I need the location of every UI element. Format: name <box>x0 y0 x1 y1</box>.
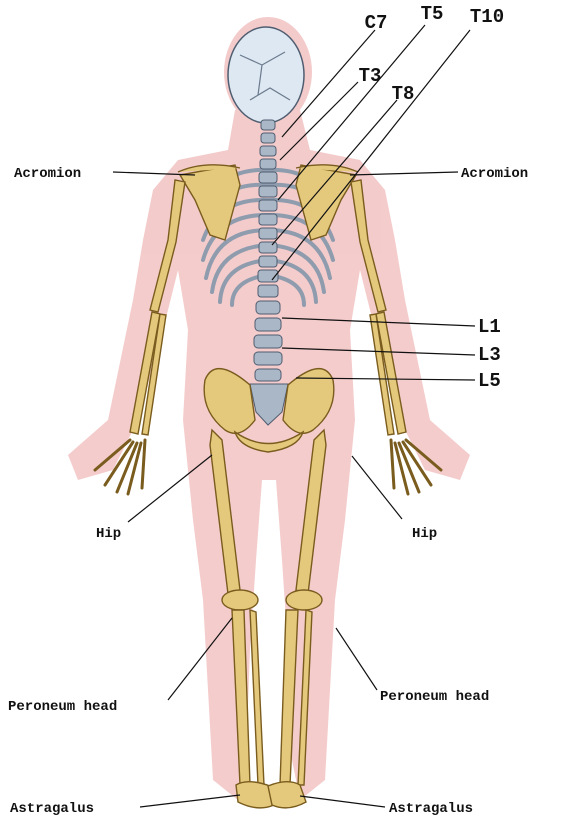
label-l5: L5 <box>478 370 501 392</box>
label-l3: L3 <box>478 344 501 366</box>
skull <box>228 27 304 123</box>
label-acromion-right: Acromion <box>461 166 528 182</box>
label-l1: L1 <box>478 316 501 338</box>
label-c7: C7 <box>365 12 388 34</box>
label-t10: T10 <box>470 6 504 28</box>
label-acromion-left: Acromion <box>14 166 81 182</box>
label-hip-right: Hip <box>412 526 437 542</box>
label-astragalus-left: Astragalus <box>10 801 94 817</box>
label-peroneum-head-right: Peroneum head <box>380 689 489 705</box>
label-peroneum-head-left: Peroneum head <box>8 699 117 715</box>
label-astragalus-right: Astragalus <box>389 801 473 817</box>
label-t3: T3 <box>359 65 382 87</box>
feet <box>236 782 306 808</box>
label-hip-left: Hip <box>96 526 121 542</box>
label-t8: T8 <box>392 83 415 105</box>
label-t5: T5 <box>421 3 444 25</box>
